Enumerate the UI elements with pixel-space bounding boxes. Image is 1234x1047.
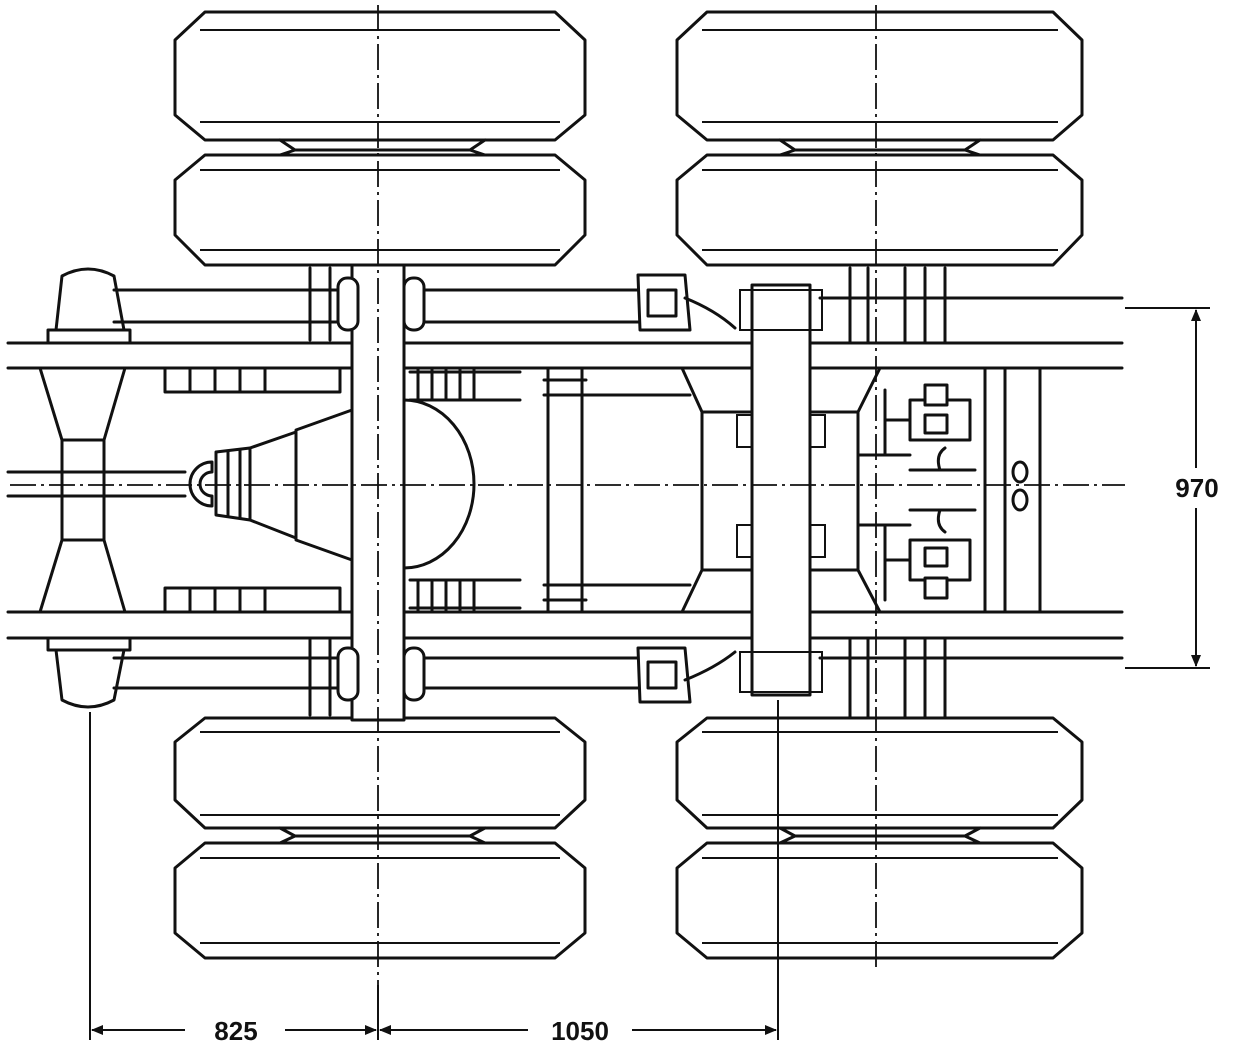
axle-bellows [408,366,522,614]
rear-crossmember [38,267,132,709]
dual-tire-gap [278,826,487,845]
rear-left-outer-tire [173,10,587,142]
centerlines [10,5,1125,985]
rear-axle-brake-chambers [163,366,342,614]
front-right-inner-tire [675,716,1084,830]
rear-differential-housing [214,398,476,570]
front-axle-carrier [680,283,882,697]
rear-right-inner-tire [173,716,587,830]
lower-torque-rods [112,638,737,717]
upper-torque-rods [112,266,737,342]
front-left-outer-tire [675,10,1084,142]
front-axle-brake-valves [856,383,1029,602]
dimension-1050: 1050 [379,1016,777,1046]
dimension-label-825: 825 [214,1016,257,1046]
front-right-outer-tire [675,841,1084,960]
dimension-970: 970 [1166,309,1228,667]
propeller-shaft-yoke [122,460,214,508]
interaxle-shaft [542,366,692,614]
dimension-825: 825 [91,1016,377,1046]
front-left-inner-tire [675,153,1084,267]
dimension-lines [89,307,1210,1040]
dual-tire-gap [778,826,982,845]
dimension-label-970: 970 [1175,473,1218,503]
dual-tire-gap [778,138,982,157]
rear-right-outer-tire [173,841,587,960]
dual-tire-gap [278,138,487,157]
dimension-label-1050: 1050 [551,1016,609,1046]
rear-left-inner-tire [173,153,587,267]
front-axle-tube [818,266,1124,720]
